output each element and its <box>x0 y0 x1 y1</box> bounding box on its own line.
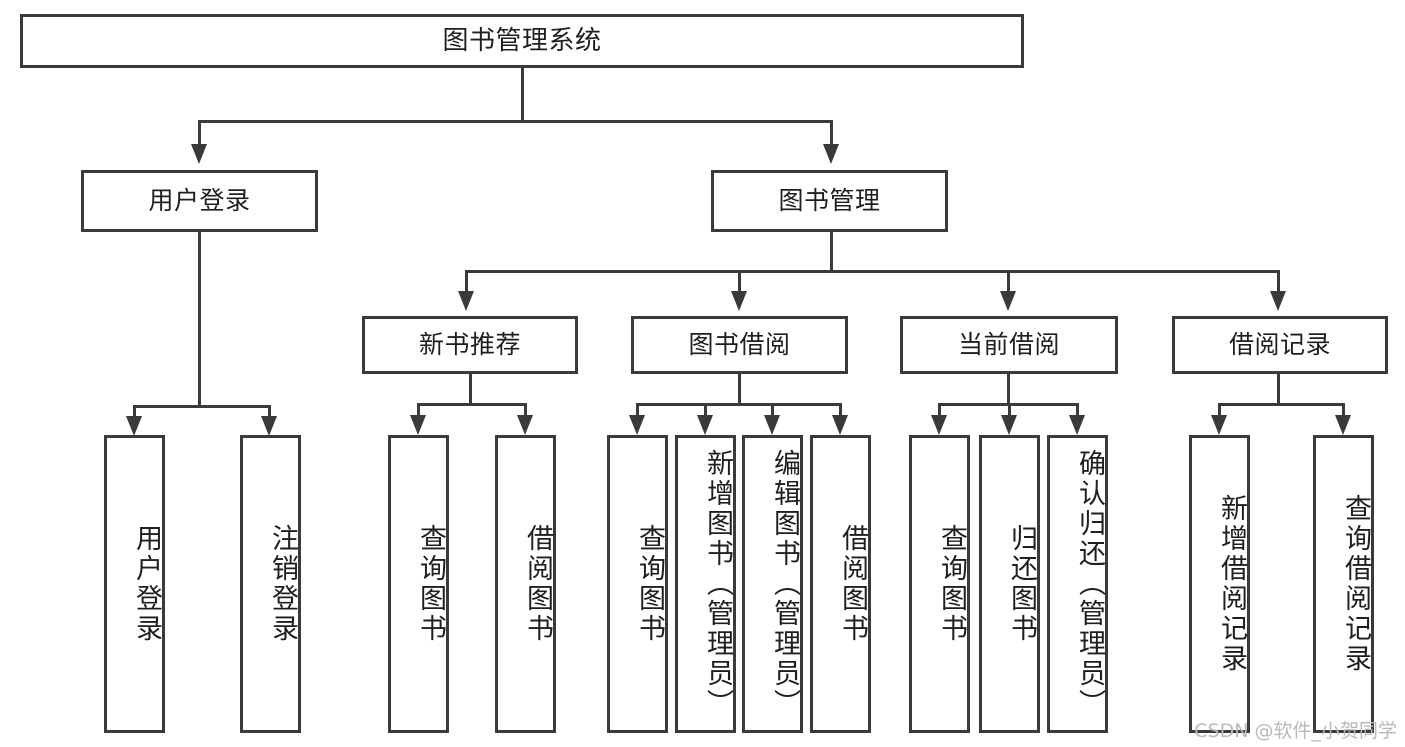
connector-new-book-recommend-stem <box>469 374 472 405</box>
leaf-book-borrow-add-book-admin[interactable]: 新增图书（管理员） <box>675 435 736 733</box>
connector-drop-leaf-bb-2 <box>704 403 707 417</box>
connector-drop-current-borrow <box>1007 270 1010 292</box>
node-label: 查询图书 <box>936 524 967 644</box>
arrowhead-leaf-bb-2 <box>697 415 713 435</box>
node-label: 注销登录 <box>267 524 298 644</box>
connector-drop-leaf-bb-3 <box>771 403 774 417</box>
connector-book-management-stem <box>830 232 833 272</box>
leaf-current-borrow-query-book[interactable]: 查询图书 <box>909 435 970 733</box>
arrowhead-leaf-user-login-1 <box>126 416 142 436</box>
node-new-book-recommend[interactable]: 新书推荐 <box>362 316 578 374</box>
node-label: 查询图书 <box>634 524 665 644</box>
connector-book-borrow-leaf-bus <box>636 403 842 406</box>
connector-drop-leaf-cb-2 <box>1008 403 1011 417</box>
node-root-book-management-system[interactable]: 图书管理系统 <box>20 14 1024 68</box>
connector-drop-user-login <box>198 120 201 145</box>
connector-new-book-recommend-leaf-bus <box>417 403 527 406</box>
connector-user-login-stem <box>198 232 201 407</box>
leaf-user-login-login[interactable]: 用户登录 <box>104 435 165 733</box>
connector-drop-leaf-cb-3 <box>1076 403 1079 417</box>
connector-drop-leaf-cb-1 <box>938 403 941 417</box>
arrowhead-borrow-record <box>1270 291 1286 311</box>
arrowhead-leaf-nbr-1 <box>410 415 426 435</box>
node-borrow-record[interactable]: 借阅记录 <box>1172 316 1388 374</box>
connector-drop-leaf-br-1 <box>1218 403 1221 417</box>
node-user-login[interactable]: 用户登录 <box>81 170 318 232</box>
node-label: 新书推荐 <box>418 330 521 360</box>
connector-book-borrow-stem <box>738 374 741 405</box>
node-label: 新增图书（管理员） <box>702 449 733 719</box>
node-label: 新增借阅记录 <box>1216 494 1247 674</box>
arrowhead-leaf-bb-4 <box>832 415 848 435</box>
csdn-watermark: CSDN @软件_小贺同学 <box>1194 720 1397 742</box>
arrowhead-leaf-br-2 <box>1335 415 1351 435</box>
arrowhead-leaf-cb-3 <box>1069 415 1085 435</box>
arrowhead-leaf-br-1 <box>1211 415 1227 435</box>
node-label: 用户登录 <box>148 186 251 216</box>
connector-borrow-record-stem <box>1277 374 1280 405</box>
connector-level2-bus <box>198 120 833 123</box>
arrowhead-book-management <box>823 144 839 164</box>
connector-drop-leaf-bb-1 <box>636 403 639 417</box>
connector-drop-leaf-user-login-1 <box>133 405 136 419</box>
connector-drop-leaf-nbr-2 <box>524 403 527 417</box>
connector-drop-leaf-bb-4 <box>839 403 842 417</box>
node-label: 归还图书 <box>1006 524 1037 644</box>
connector-borrow-record-leaf-bus <box>1218 403 1345 406</box>
node-label: 当前借阅 <box>957 330 1060 360</box>
leaf-book-borrow-borrow-book[interactable]: 借阅图书 <box>810 435 871 733</box>
leaf-current-borrow-return-book[interactable]: 归还图书 <box>979 435 1040 733</box>
connector-current-borrow-stem <box>1007 374 1010 405</box>
leaf-book-borrow-query-book[interactable]: 查询图书 <box>607 435 668 733</box>
arrowhead-new-book-recommend <box>458 291 474 311</box>
arrowhead-leaf-user-login-2 <box>261 416 277 436</box>
connector-drop-leaf-br-2 <box>1342 403 1345 417</box>
node-label: 图书管理系统 <box>442 25 602 56</box>
connector-drop-leaf-nbr-1 <box>417 403 420 417</box>
arrowhead-leaf-cb-2 <box>1001 415 1017 435</box>
node-label: 查询图书 <box>415 524 446 644</box>
node-book-borrow[interactable]: 图书借阅 <box>631 316 848 374</box>
connector-drop-book-borrow <box>738 270 741 292</box>
leaf-borrow-record-add-record[interactable]: 新增借阅记录 <box>1189 435 1250 733</box>
arrowhead-leaf-bb-1 <box>629 415 645 435</box>
leaf-current-borrow-confirm-return-admin[interactable]: 确认归还（管理员） <box>1047 435 1108 733</box>
leaf-user-login-logout[interactable]: 注销登录 <box>240 435 301 733</box>
node-book-management[interactable]: 图书管理 <box>711 170 948 232</box>
leaf-book-borrow-edit-book-admin[interactable]: 编辑图书（管理员） <box>742 435 803 733</box>
arrowhead-current-borrow <box>1000 291 1016 311</box>
connector-drop-book-management <box>830 120 833 145</box>
connector-drop-borrow-record <box>1277 270 1280 292</box>
node-label: 查询借阅记录 <box>1340 494 1371 674</box>
node-label: 借阅图书 <box>522 524 553 644</box>
arrowhead-leaf-bb-3 <box>764 415 780 435</box>
leaf-borrow-record-query-record[interactable]: 查询借阅记录 <box>1313 435 1374 733</box>
node-label: 用户登录 <box>131 524 162 644</box>
arrowhead-leaf-cb-1 <box>931 415 947 435</box>
node-current-borrow[interactable]: 当前借阅 <box>900 316 1118 374</box>
node-label: 借阅记录 <box>1228 330 1331 360</box>
arrowhead-book-borrow <box>731 291 747 311</box>
node-label: 编辑图书（管理员） <box>769 449 800 719</box>
arrowhead-leaf-nbr-2 <box>517 415 533 435</box>
connector-root-stem <box>521 68 524 120</box>
node-label: 图书借阅 <box>688 330 791 360</box>
node-label: 图书管理 <box>778 186 881 216</box>
leaf-new-book-recommend-borrow-book[interactable]: 借阅图书 <box>495 435 556 733</box>
connector-drop-leaf-user-login-2 <box>268 405 271 419</box>
node-label: 确认归还（管理员） <box>1074 449 1105 719</box>
connector-drop-new-book-recommend <box>465 270 468 292</box>
node-label: 借阅图书 <box>837 524 868 644</box>
connector-user-login-leaf-bus <box>133 405 270 408</box>
connector-level3-bus <box>465 270 1280 273</box>
leaf-new-book-recommend-query-book[interactable]: 查询图书 <box>388 435 449 733</box>
arrowhead-user-login <box>191 144 207 164</box>
